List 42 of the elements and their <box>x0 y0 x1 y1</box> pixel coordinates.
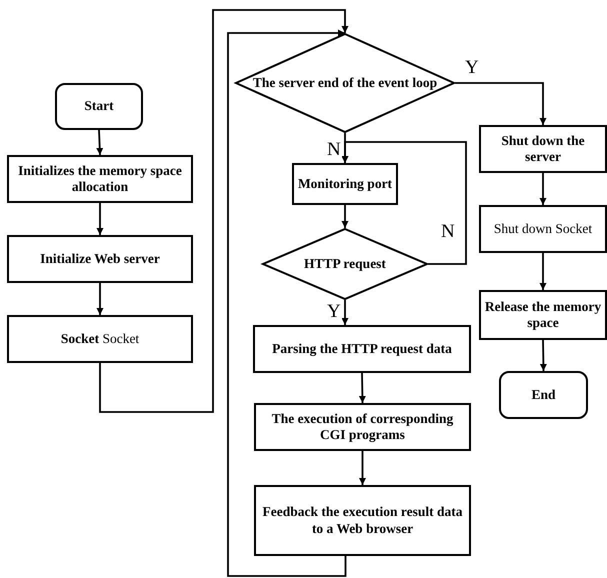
node-label: Socket Socket <box>60 330 140 348</box>
arrow <box>96 283 104 315</box>
process-box <box>254 485 471 556</box>
node-label: Initializes the memory space allocation <box>17 162 183 196</box>
node-label: The server end of the event loop <box>252 74 438 92</box>
arrow <box>227 30 346 577</box>
arrow <box>96 130 104 156</box>
arrow <box>342 300 348 325</box>
node-label: Feedback the execution result data to a Web browser <box>262 504 464 537</box>
arrow <box>342 205 348 228</box>
node-label: Release the memory space <box>484 298 602 332</box>
process-box <box>7 155 193 203</box>
arrow <box>99 9 348 413</box>
node-label: The execution of corresponding CGI programs <box>270 410 454 444</box>
process-box <box>479 125 607 173</box>
node-label: HTTP request <box>303 256 387 272</box>
process-box <box>254 403 471 451</box>
process-box <box>7 315 193 363</box>
node-label: End <box>530 386 557 404</box>
arrow <box>455 82 546 125</box>
arrow <box>358 372 366 404</box>
arrow <box>540 173 546 205</box>
process-box <box>479 290 607 340</box>
process-box <box>479 205 607 253</box>
arrow <box>96 203 104 235</box>
node-label: Shut down the server <box>500 132 586 166</box>
process-box <box>7 235 193 283</box>
terminal-box <box>499 371 588 419</box>
node-label: Start <box>83 98 115 115</box>
node-label: Parsing the HTTP request data <box>271 340 453 358</box>
node-label: Monitoring port <box>296 176 394 192</box>
decision-diamond <box>262 228 428 300</box>
arrow <box>359 451 366 485</box>
decision-diamond <box>235 33 455 133</box>
arrow <box>540 253 546 290</box>
terminal-box <box>55 83 143 130</box>
node-label: Initialize Web server <box>39 250 161 268</box>
arrow <box>342 141 467 265</box>
process-box <box>292 163 398 205</box>
node-label: Shut down Socket <box>492 220 594 238</box>
process-box <box>253 325 471 373</box>
arrow <box>540 340 547 372</box>
